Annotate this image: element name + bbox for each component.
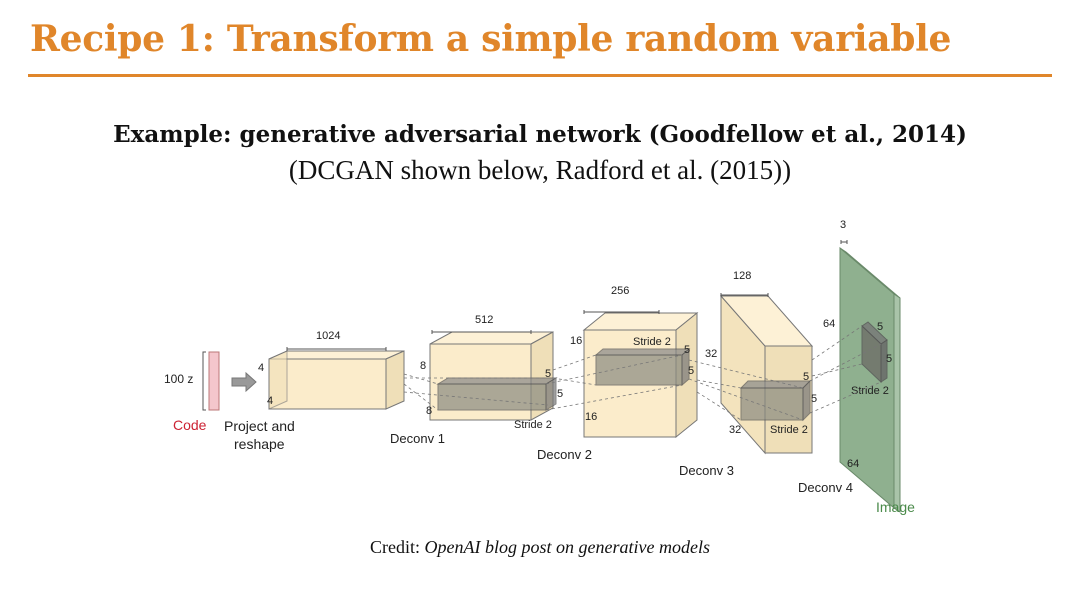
image-stride: Stride 2: [851, 385, 889, 397]
conn-4-5: [809, 325, 882, 414]
credit-prefix: Credit:: [370, 537, 425, 557]
block3-kernel-a: 5: [684, 344, 690, 356]
block-128: 128 32 32 5 5 Stride 2 Deconv 3: [679, 270, 817, 478]
block4-h-label: 32: [705, 348, 717, 360]
block3-stride: Stride 2: [633, 336, 671, 348]
image-plane: 3 64 64 5 5 Stride 2 Deconv 4 Image: [798, 219, 915, 515]
project-label-line2: reshape: [234, 436, 285, 452]
block-512: 512 8 8 5 5 Stride 2 Deconv 1: [390, 314, 563, 446]
project-arrow-icon: [231, 371, 257, 393]
project-label-line1: Project and: [224, 418, 295, 434]
image-h-label: 64: [823, 318, 835, 330]
credit-line: Credit: OpenAI blog post on generative m…: [0, 537, 1080, 558]
block3-d-label: 16: [585, 411, 597, 423]
code-dim-label: 100 z: [164, 372, 193, 386]
block2-kernel-b: 5: [557, 388, 563, 400]
block4-kernel-a: 5: [803, 371, 809, 383]
slide-title: Recipe 1: Transform a simple random vari…: [30, 18, 952, 60]
deconv4-label: Deconv 4: [798, 480, 853, 495]
conn-2-3: [545, 354, 683, 411]
block4-d-label: 32: [729, 424, 741, 436]
block3-width-label: 256: [611, 285, 629, 297]
conn-1-2: [403, 373, 549, 411]
block-256: 256 16 16 5 5 Stride 2 Deconv 2: [537, 285, 699, 462]
block3-h-label: 16: [570, 335, 582, 347]
block-1024: 1024 4 4: [258, 330, 405, 410]
block2-h-label: 8: [420, 360, 426, 372]
title-divider: [28, 74, 1052, 77]
block2-width-label: 512: [475, 314, 493, 326]
code-vector: 100 z Code: [164, 351, 220, 433]
block4-stride: Stride 2: [770, 424, 808, 436]
deconv1-label: Deconv 1: [390, 431, 445, 446]
conn-3-4: [688, 359, 804, 421]
credit-source: OpenAI blog post on generative models: [424, 537, 710, 557]
deconv3-label: Deconv 3: [679, 463, 734, 478]
image-kernel-a: 5: [877, 321, 883, 333]
block2-stride: Stride 2: [514, 419, 552, 431]
deconv2-label: Deconv 2: [537, 447, 592, 462]
block3-kernel-b: 5: [688, 365, 694, 377]
image-width-label: 3: [840, 219, 846, 231]
example-subheading: (DCGAN shown below, Radford et al. (2015…: [288, 155, 792, 185]
code-label: Code: [173, 417, 207, 433]
image-kernel-b: 5: [886, 353, 892, 365]
block1-width-label: 1024: [316, 330, 340, 342]
image-d-label: 64: [847, 458, 859, 470]
block2-kernel-a: 5: [545, 368, 551, 380]
block4-width-label: 128: [733, 270, 751, 282]
example-heading: Example: generative adversarial network …: [113, 121, 967, 148]
image-label: Image: [876, 499, 915, 515]
block1-h-label: 4: [258, 362, 264, 374]
block4-kernel-b: 5: [811, 393, 817, 405]
block2-d-label: 8: [426, 405, 432, 417]
block1-d-label: 4: [267, 395, 273, 407]
